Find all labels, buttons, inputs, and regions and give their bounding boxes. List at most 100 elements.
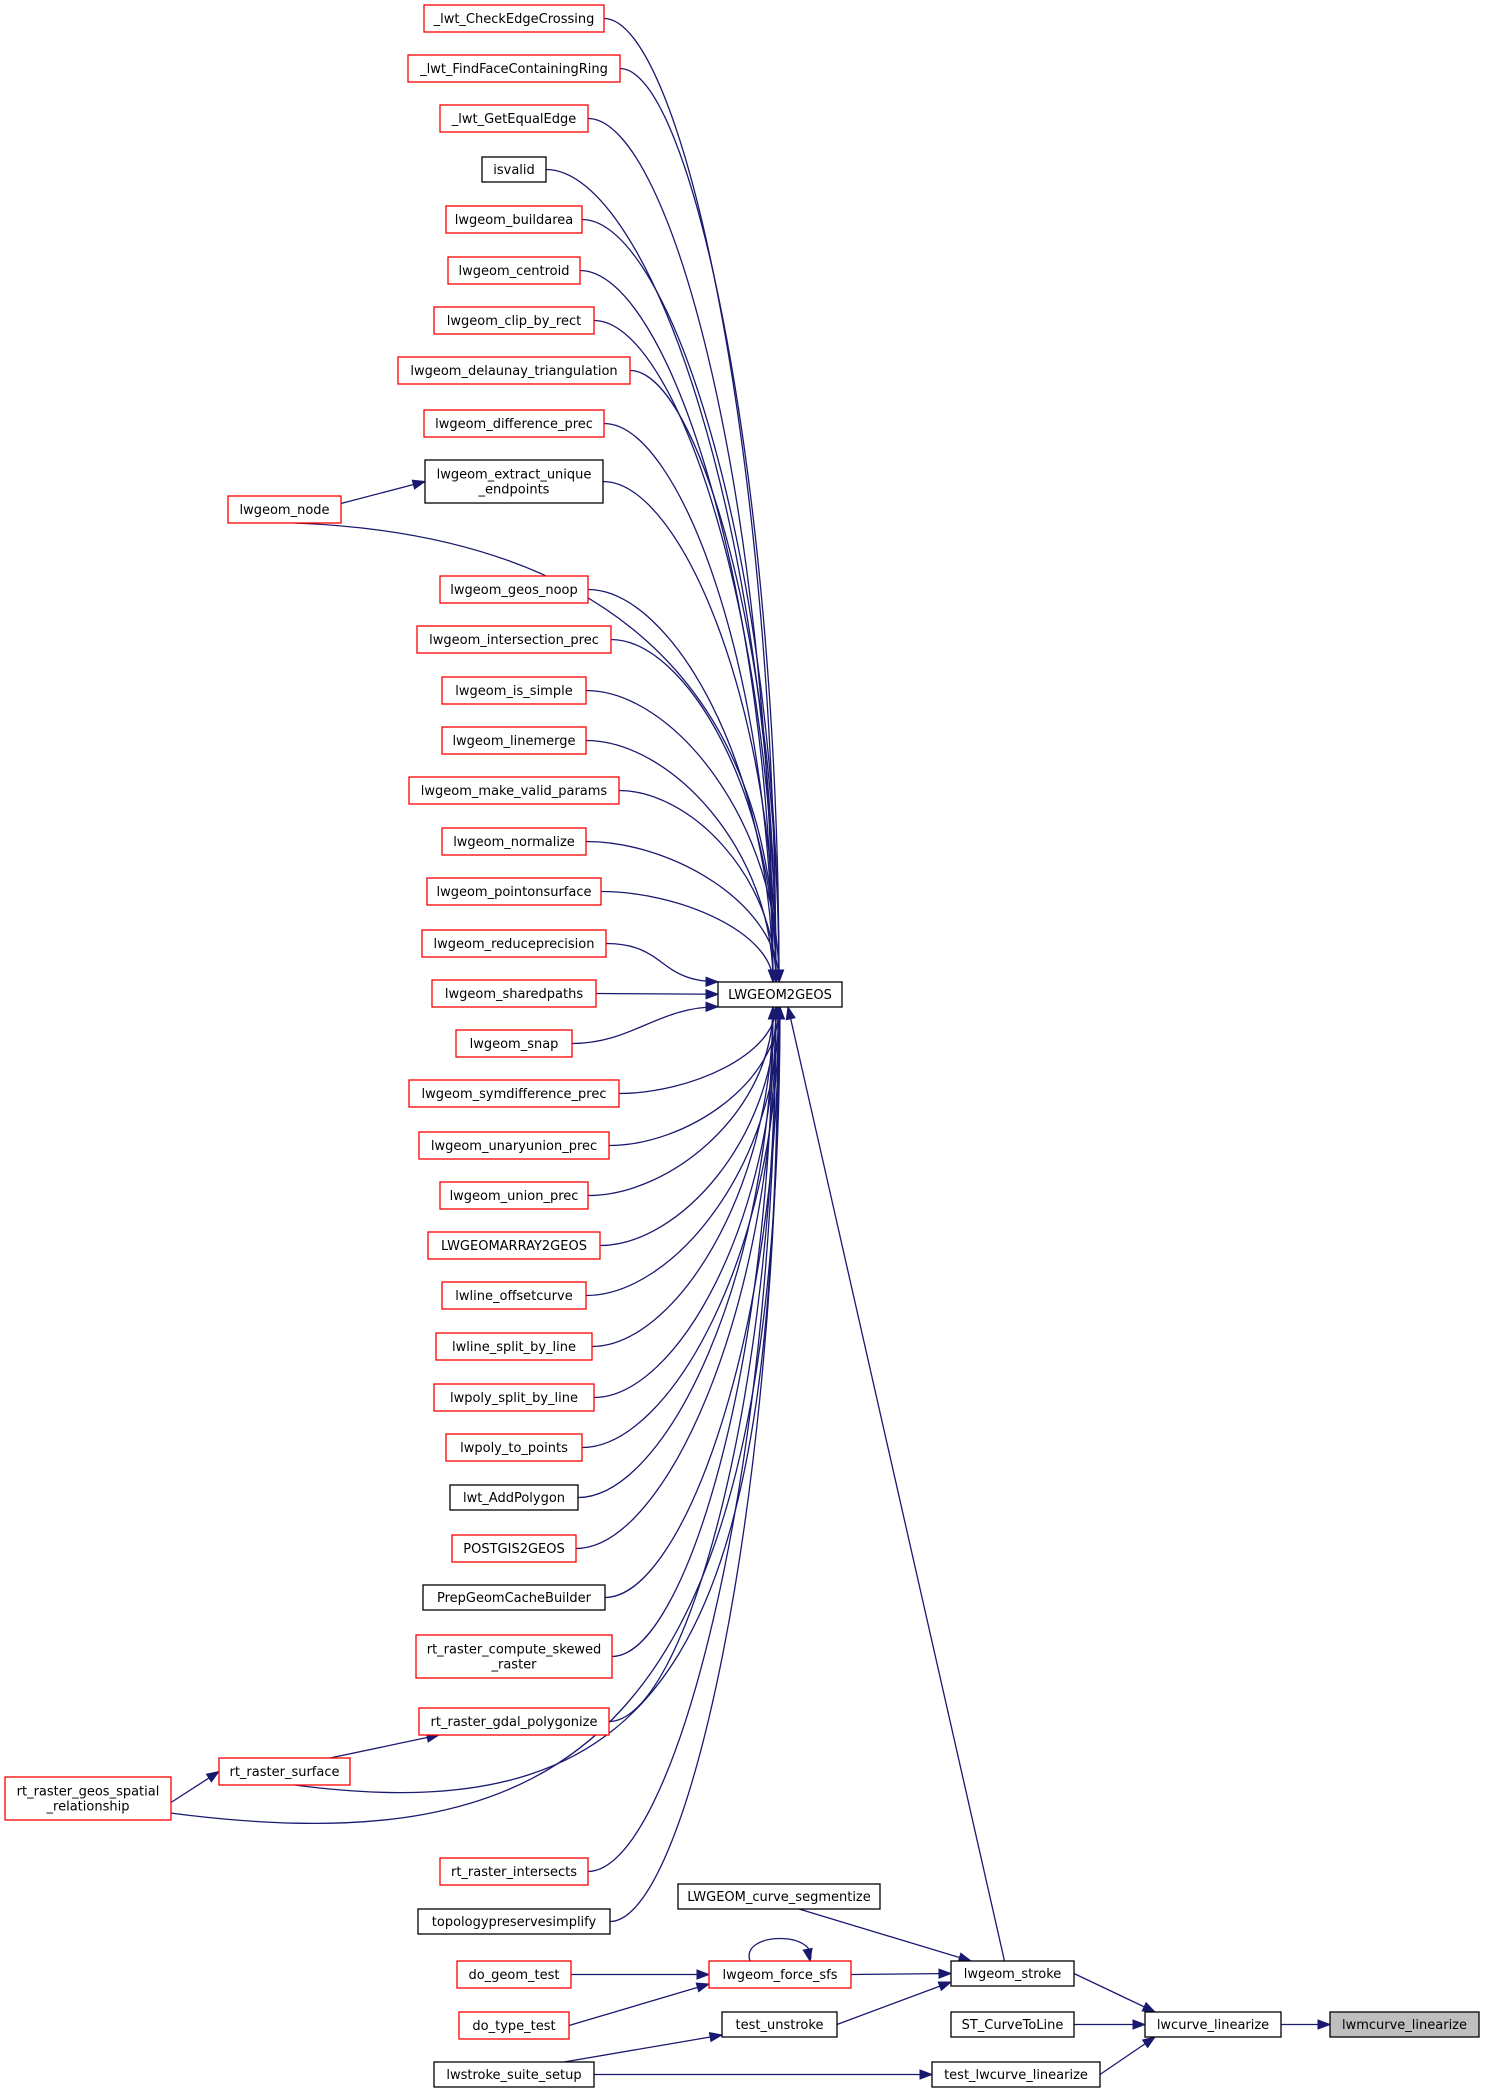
node-label: lwgeom_centroid	[459, 264, 570, 279]
node-box	[1329, 2011, 1480, 2038]
edge-n47-n43	[1073, 1972, 1156, 2013]
node-n22[interactable]: lwgeom_symdifference_prec	[408, 1079, 620, 1108]
node-n01[interactable]: _lwt_CheckEdgeCrossing	[423, 4, 605, 33]
arrowhead-n43-n42	[938, 1968, 953, 1979]
node-n40[interactable]: LWGEOM_curve_segmentize	[677, 1883, 881, 1910]
edge-n34-n35	[329, 1734, 440, 1759]
edge-n39-n05	[581, 218, 780, 983]
node-n17[interactable]: lwgeom_normalize	[441, 827, 587, 856]
node-n06[interactable]: lwgeom_centroid	[447, 256, 581, 285]
node-n21[interactable]: lwgeom_snap	[455, 1029, 573, 1058]
node-n46[interactable]: ST_CurveToLine	[950, 2011, 1075, 2038]
arrowhead-n10-n11	[411, 479, 427, 490]
node-box	[439, 1181, 589, 1210]
node-n14[interactable]: lwgeom_is_simple	[441, 676, 587, 705]
node-n50[interactable]: test_lwcurve_linearize	[931, 2061, 1101, 2088]
edge-n39-n14	[585, 689, 780, 983]
edge-n39-n27	[591, 1006, 774, 1348]
node-n15[interactable]: lwgeom_linemerge	[441, 726, 587, 755]
arrowhead-n39-n18	[767, 969, 779, 984]
node-label: lwstroke_suite_setup	[446, 2068, 581, 2083]
node-label: lwgeom_symdifference_prec	[422, 1087, 607, 1102]
node-n16[interactable]: lwgeom_make_valid_params	[408, 776, 620, 805]
node-label: test_lwcurve_linearize	[944, 2068, 1088, 2083]
node-n39[interactable]: LWGEOM2GEOS	[717, 981, 843, 1008]
node-box	[433, 1383, 595, 1412]
node-label: do_geom_test	[468, 1968, 559, 1983]
node-label: _raster	[490, 1658, 537, 1673]
node-n30[interactable]: lwt_AddPolygon	[449, 1484, 579, 1511]
nodes-layer: _lwt_CheckEdgeCrossing _lwt_FindFaceConta…	[4, 4, 1480, 2088]
node-box	[950, 1960, 1075, 1987]
node-label: do_type_test	[472, 2019, 555, 2034]
node-box	[439, 1857, 589, 1886]
node-n19[interactable]: lwgeom_reduceprecision	[421, 929, 607, 958]
edge-n39-n10	[602, 480, 777, 983]
node-n49[interactable]: lwstroke_suite_setup	[433, 2061, 595, 2088]
node-n45[interactable]: test_unstroke	[721, 2011, 838, 2038]
node-box	[415, 1634, 613, 1679]
node-n44[interactable]: do_type_test	[458, 2011, 570, 2040]
node-n27[interactable]: lwline_split_by_line	[435, 1332, 593, 1361]
node-n03[interactable]: _lwt_GetEqualEdge	[439, 104, 589, 133]
node-n13[interactable]: lwgeom_intersection_prec	[416, 625, 612, 654]
node-n25[interactable]: LWGEOMARRAY2GEOS	[427, 1231, 601, 1260]
node-n48[interactable]: lwmcurve_linearize	[1329, 2011, 1480, 2038]
node-n36[interactable]: rt_raster_geos_spatial_relationship	[4, 1776, 172, 1821]
node-n09[interactable]: lwgeom_difference_prec	[423, 409, 605, 438]
edge-n43-n45	[836, 1981, 952, 2026]
node-box	[417, 1908, 611, 1935]
arrowhead-n42-n41	[696, 1969, 711, 1980]
edge-n10-n11	[340, 480, 426, 505]
node-n38[interactable]: topologypreservesimplify	[417, 1908, 611, 1935]
node-n24[interactable]: lwgeom_union_prec	[439, 1181, 589, 1210]
node-n18[interactable]: lwgeom_pointonsurface	[426, 877, 602, 906]
node-box	[422, 1584, 606, 1611]
node-n20[interactable]: lwgeom_sharedpaths	[431, 979, 597, 1008]
node-n08[interactable]: lwgeom_delaunay_triangulation	[397, 356, 631, 385]
node-box	[431, 979, 597, 1008]
node-n47[interactable]: lwcurve_linearize	[1144, 2011, 1282, 2038]
node-n31[interactable]: POSTGIS2GEOS	[451, 1534, 577, 1563]
arrowhead-n47-n43	[1141, 2001, 1157, 2013]
node-box	[418, 1707, 610, 1736]
edge-n39-n02	[619, 67, 780, 983]
node-n33[interactable]: rt_raster_compute_skewed_raster	[415, 1634, 613, 1679]
node-n42[interactable]: lwgeom_force_sfs	[708, 1960, 852, 1989]
node-label: lwgeom_linemerge	[452, 734, 575, 749]
node-box	[451, 1534, 577, 1563]
edge-n43-n40	[798, 1908, 972, 1962]
node-n37[interactable]: rt_raster_intersects	[439, 1857, 589, 1886]
node-n32[interactable]: PrepGeomCacheBuilder	[422, 1584, 606, 1611]
node-box	[218, 1757, 351, 1786]
node-n10[interactable]: lwgeom_extract_unique_endpoints	[424, 459, 604, 504]
node-box	[433, 2061, 595, 2088]
node-box	[421, 929, 607, 958]
node-label: LWGEOM2GEOS	[728, 988, 832, 1003]
node-n23[interactable]: lwgeom_unaryunion_prec	[418, 1131, 610, 1160]
arrowhead-n47-n50	[1141, 2036, 1157, 2049]
node-n34[interactable]: rt_raster_gdal_polygonize	[418, 1707, 610, 1736]
edge-n42-n44	[568, 1983, 710, 2027]
edge-n39-n11	[294, 522, 777, 983]
node-box	[950, 2011, 1075, 2038]
node-n43[interactable]: lwgeom_stroke	[950, 1960, 1075, 1987]
node-label: _endpoints	[478, 483, 550, 498]
node-n29[interactable]: lwpoly_to_points	[445, 1433, 583, 1462]
node-label: lwgeom_snap	[470, 1037, 559, 1052]
node-n07[interactable]: lwgeom_clip_by_rect	[433, 306, 595, 335]
node-n02[interactable]: _lwt_FindFaceContainingRing	[407, 54, 621, 83]
node-n35[interactable]: rt_raster_surface	[218, 1757, 351, 1786]
edge-n39-n36	[147, 1006, 781, 1824]
node-box	[677, 1883, 881, 1910]
arrowhead-n42-n42	[802, 1947, 813, 1963]
node-box	[441, 676, 587, 705]
node-n12[interactable]: lwgeom_geos_noop	[439, 575, 589, 604]
node-n04[interactable]: isvalid	[481, 156, 547, 183]
edge-n39-n30	[577, 1006, 774, 1499]
node-n26[interactable]: lwline_offsetcurve	[441, 1281, 587, 1310]
node-n11[interactable]: lwgeom_node	[227, 495, 342, 524]
node-n28[interactable]: lwpoly_split_by_line	[433, 1383, 595, 1412]
node-n05[interactable]: lwgeom_buildarea	[445, 205, 583, 234]
node-n41[interactable]: do_geom_test	[456, 1960, 572, 1989]
